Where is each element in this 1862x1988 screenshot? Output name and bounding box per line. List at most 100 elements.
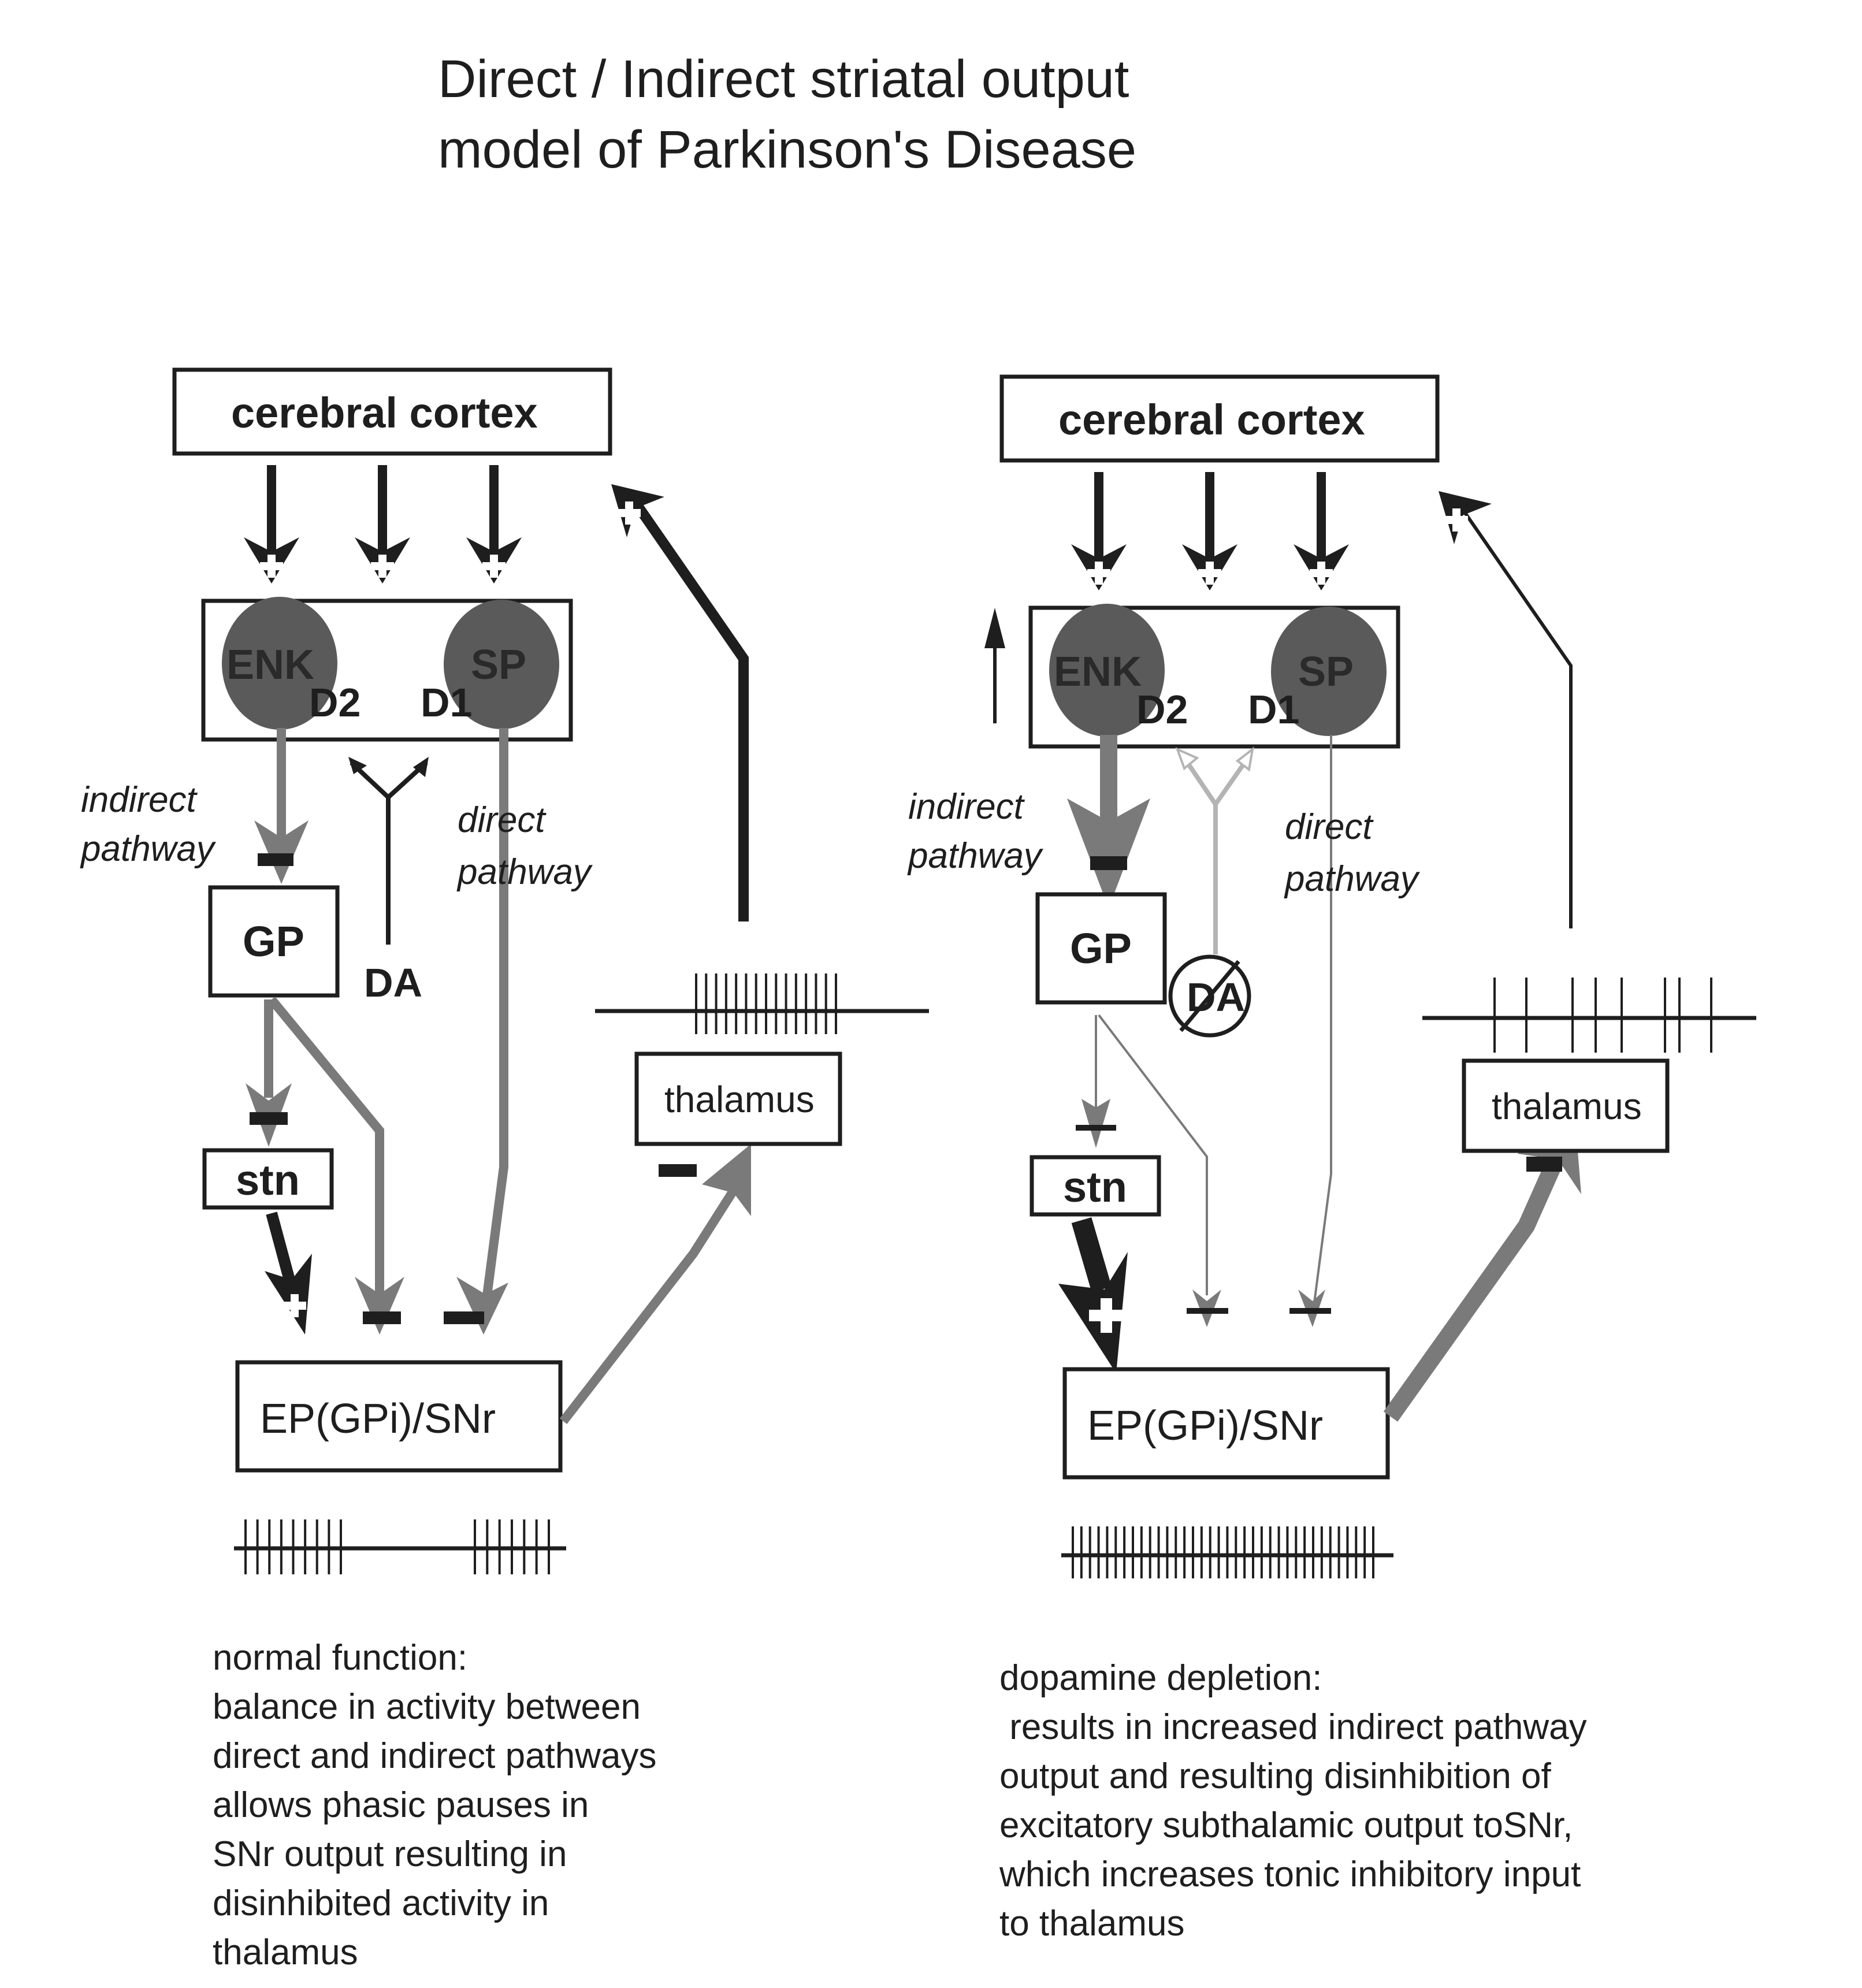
inhibitory-sign [258,853,293,866]
gp-label: GP [1070,924,1132,972]
output-box: EP(GPi)/SNr [1062,1367,1390,1480]
enk-cell [222,597,337,730]
direct-pathway-arrow [1289,735,1332,1327]
enk-label: ENK [226,642,314,688]
excitatory-arrow [1071,472,1127,590]
output-spike-train [234,1519,566,1574]
stn-label: stn [1063,1163,1127,1211]
thalamus-to-cortex-arrow [611,484,749,921]
thalamus-to-cortex-arrow [1439,491,1573,928]
striatum-box: ENK SP D2 D1 [1028,604,1400,749]
indirect-label-2: pathway [907,836,1044,876]
thalamus-spike-train [1422,978,1756,1053]
caption-line: output and resulting disinhibition of [999,1756,1552,1796]
indirect-label-2: pathway [80,829,217,869]
excitatory-arrow [1182,472,1237,590]
cortex-to-striatum-arrows [1071,472,1349,590]
caption-line: excitatory subthalamic output toSNr, [999,1805,1573,1845]
output-spike-train [1061,1526,1393,1578]
caption-depleted: dopamine depletion: results in increased… [999,1658,1587,1944]
inhibitory-sign [1526,1157,1562,1172]
indirect-label-1: indirect [908,787,1025,827]
dopamine-terminal: DA [348,757,429,1005]
d2-label: D2 [1136,687,1188,732]
thalamus-label: thalamus [1492,1086,1642,1127]
title-line-2: model of Parkinson's Disease [438,120,1136,179]
gp-to-output-arrow [267,996,404,1335]
direct-label-2: pathway [456,852,593,892]
caption-line: dopamine depletion: [999,1658,1322,1698]
thalamus-box: thalamus [1462,1058,1670,1153]
caption-line: results in increased indirect pathway [999,1707,1587,1747]
caption-normal: normal function: balance in activity bet… [213,1638,657,1972]
inhibitory-sign [659,1164,697,1177]
caption-line: SNr output resulting in [213,1834,567,1874]
direct-pathway-arrow [444,728,508,1335]
excitatory-arrow [1294,472,1349,590]
figure-title: Direct / Indirect striatal output model … [438,50,1136,179]
inhibitory-sign [363,1311,401,1324]
sp-cell [444,600,559,729]
caption-line: direct and indirect pathways [213,1736,657,1776]
inhibitory-sign [1187,1308,1228,1314]
gp-to-output-arrow [1098,1014,1228,1327]
caption-line: normal function: [213,1638,467,1678]
inhibitory-sign [250,1112,288,1125]
da-label: DA [364,960,422,1005]
gp-label: GP [243,917,304,965]
gp-box: GP [1035,892,1167,1005]
gp-to-stn-arrow [246,999,292,1147]
inhibitory-sign [1090,856,1127,870]
sp-label: SP [471,642,526,688]
cortex-box: cerebral cortex [999,374,1440,463]
striatum-box: ENK SP D2 D1 [201,597,573,742]
sp-label: SP [1298,649,1354,695]
indirect-label-1: indirect [81,780,198,820]
stn-box: stn [1030,1155,1161,1217]
title-line-1: Direct / Indirect striatal output [438,50,1129,109]
enk-label: ENK [1054,649,1142,695]
excitatory-arrow [355,465,410,584]
increased-activity-arrow-icon [984,608,1005,723]
output-box: EP(GPi)/SNr [235,1360,563,1473]
d1-label: D1 [421,680,472,725]
stn-to-output-arrow [1058,1217,1128,1373]
stn-to-output-arrow [265,1212,312,1335]
no-dopamine-icon: DA [1168,954,1251,1038]
caption-line: to thalamus [999,1904,1185,1944]
output-label: EP(GPi)/SNr [260,1396,496,1442]
caption-line: which increases tonic inhibitory input [999,1855,1581,1894]
inhibitory-sign [1076,1125,1116,1131]
sp-cell [1271,607,1387,736]
caption-line: disinhibited activity in [213,1883,549,1923]
cortex-label: cerebral cortex [1058,396,1365,444]
indirect-pathway-arrow [254,728,309,884]
inhibitory-sign [1289,1308,1331,1314]
caption-line: allows phasic pauses in [213,1785,589,1825]
excitatory-arrow [466,465,522,584]
cortex-to-striatum-arrows [244,465,522,584]
thalamus-spike-train [595,973,929,1034]
d2-label: D2 [309,680,360,725]
inhibitory-sign [444,1311,484,1324]
cortex-label: cerebral cortex [231,389,538,437]
direct-label-2: pathway [1284,859,1421,899]
stn-box: stn [202,1148,334,1210]
excitatory-arrow [244,465,299,584]
thalamus-box: thalamus [634,1051,842,1146]
caption-line: balance in activity between [213,1687,641,1727]
gp-to-stn-arrow [1076,1015,1116,1148]
stn-label: stn [236,1156,300,1204]
depleted-dopamine-terminal [1175,746,1254,954]
cortex-box: cerebral cortex [172,367,612,456]
panel-normal: cerebral cortex [80,367,929,1972]
indirect-pathway-arrow [1067,735,1150,908]
panel-depleted: cerebral cortex [907,374,1756,1578]
direct-label-1: direct [1285,807,1374,847]
thalamus-label: thalamus [664,1079,815,1120]
output-to-thalamus-arrow [559,1144,751,1424]
output-label: EP(GPi)/SNr [1087,1403,1323,1449]
gp-box: GP [208,885,340,998]
enk-cell [1049,604,1165,737]
